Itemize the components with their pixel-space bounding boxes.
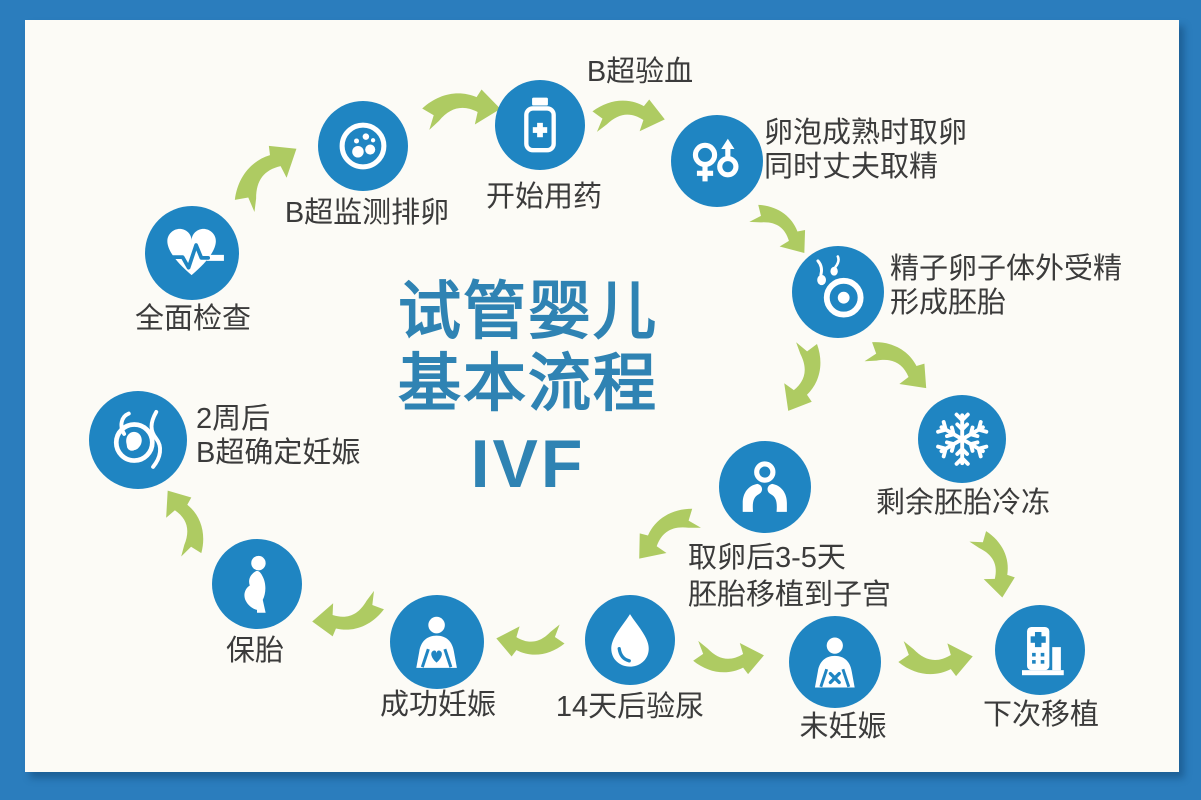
pregnant-heart-icon — [416, 617, 458, 669]
label-urine-test: 14天后验尿 — [555, 691, 705, 723]
pregnant-woman-icon — [244, 555, 266, 613]
label-monitor: B超监测排卵 — [284, 197, 450, 229]
label-retrieval-line2: 同时丈夫取精 — [764, 151, 939, 183]
node-not-pregnant — [789, 616, 881, 708]
label-fertilization: 精子卵子体外受精 形成胚胎 — [890, 252, 1122, 320]
node-transfer — [719, 441, 811, 533]
label-fertilization-line1: 精子卵子体外受精 — [890, 253, 1123, 285]
title-line-ivf: IVF — [470, 426, 586, 502]
node-confirm-pregnancy — [89, 391, 187, 489]
arrow-not-pregnant-to-next-transfer — [896, 634, 975, 682]
label-confirm-pregnancy: 2周后 B超确定妊娠 — [196, 402, 360, 470]
snowflake-icon — [935, 412, 989, 466]
medicine-bottle-icon — [524, 97, 556, 153]
node-urine-test — [585, 595, 675, 685]
label-freeze: 剩余胚胎冷冻 — [875, 487, 1050, 519]
node-checkup — [145, 206, 239, 300]
petri-dish-cells-icon — [339, 122, 387, 170]
person-x-icon — [815, 637, 855, 688]
label-fetal-care: 保胎 — [225, 635, 284, 667]
urine-drop-icon — [611, 614, 649, 667]
female-male-icon — [693, 138, 739, 182]
label-confirm-line2: B超确定妊娠 — [196, 437, 361, 469]
label-transfer: 取卵后3-5天 胚胎移植到子宫 — [688, 540, 891, 614]
node-pregnancy-success — [390, 595, 484, 689]
label-medication: 开始用药 — [485, 181, 602, 213]
arrow-monitor-to-medication — [421, 87, 502, 133]
fetus-womb-icon — [113, 409, 162, 469]
hospital-icon — [1022, 626, 1064, 676]
hands-embryo-icon — [742, 461, 788, 513]
heart-pulse-icon — [167, 229, 225, 276]
label-blood-test-annotation: B超验血 — [586, 56, 694, 88]
arrow-urine-test-to-not-pregnant — [691, 634, 766, 680]
arrow-urine-test-to-success — [494, 618, 567, 662]
label-checkup: 全面检查 — [134, 303, 251, 335]
label-confirm-line1: 2周后 — [196, 403, 271, 435]
label-retrieval-line1: 卵泡成熟时取卵 — [764, 117, 968, 149]
label-not-pregnant: 未妊娠 — [799, 711, 887, 743]
label-pregnancy-success: 成功妊娠 — [379, 689, 496, 721]
node-medication — [495, 80, 585, 170]
label-fertilization-line2: 形成胚胎 — [890, 287, 1007, 319]
label-next-transfer: 下次移植 — [982, 699, 1099, 731]
label-transfer-line1: 取卵后3-5天 — [688, 542, 846, 574]
node-retrieval — [671, 115, 763, 207]
title-line-2: 基本流程 — [398, 349, 658, 419]
node-next-transfer — [995, 605, 1085, 695]
node-fetal-care — [212, 539, 302, 629]
title-line-1: 试管婴儿 — [398, 277, 658, 347]
node-freeze — [918, 395, 1006, 483]
label-transfer-line2: 胚胎移植到子宫 — [688, 579, 892, 611]
node-monitor — [318, 101, 408, 191]
page-title: 试管婴儿 基本流程 IVF — [372, 276, 684, 502]
label-retrieval: 卵泡成熟时取卵 同时丈夫取精 — [764, 116, 967, 184]
node-fertilization — [792, 246, 884, 338]
sperm-egg-icon — [816, 255, 864, 318]
